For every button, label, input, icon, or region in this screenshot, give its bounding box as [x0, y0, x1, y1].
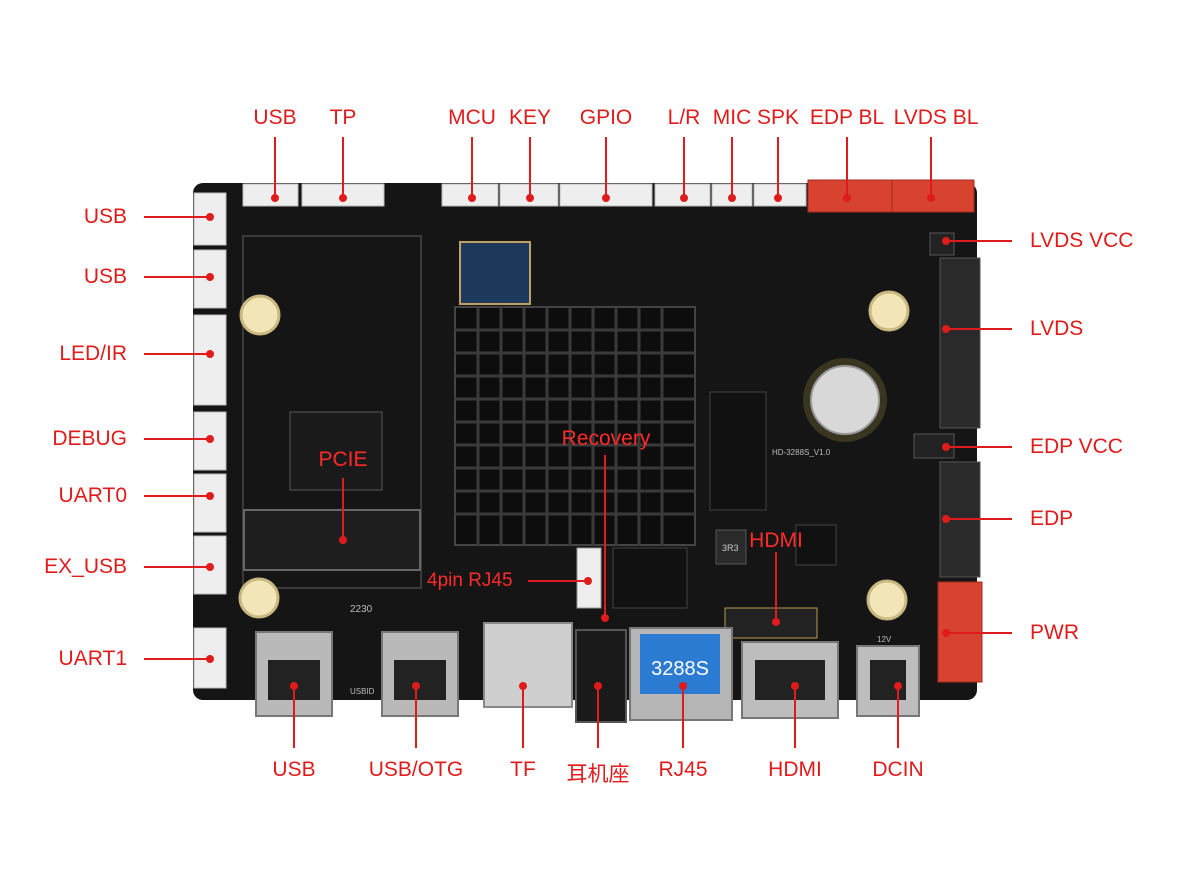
- left-connectors: [193, 192, 227, 689]
- label-top-tp: TP: [329, 106, 357, 129]
- top-connectors: [242, 179, 975, 213]
- rj45-badge-text: 3288S: [651, 658, 709, 680]
- m2-slot: [243, 509, 421, 571]
- wifi-module: [459, 241, 531, 305]
- label-top-lvds-bl: LVDS BL: [893, 106, 979, 129]
- label-bottom-usb-otg: USB/OTG: [368, 758, 464, 781]
- label-bottom-dcin: DCIN: [872, 758, 924, 781]
- model-text: HD-3288S_V1.0: [772, 448, 831, 457]
- label-left-led-ir: LED/IR: [59, 342, 127, 365]
- label-top-mic: MIC: [712, 106, 752, 129]
- m2-size-text: 2230: [350, 604, 373, 615]
- label-pcie: PCIE: [318, 448, 368, 471]
- pcie-chip: [289, 411, 383, 491]
- label-4pin-rj45: 4pin RJ45: [427, 570, 513, 591]
- label-bottom-headphone: 耳机座: [566, 763, 630, 786]
- label-top-edp-bl: EDP BL: [809, 106, 885, 129]
- label-bottom-rj45: RJ45: [658, 758, 708, 781]
- bottom-ports: [255, 622, 920, 723]
- label-top-mcu: MCU: [448, 106, 496, 129]
- voltage-text: 12V: [877, 635, 892, 644]
- label-hdmi-inboard: HDMI: [749, 529, 803, 552]
- label-bottom-usb: USB: [272, 758, 316, 781]
- label-left-debug: DEBUG: [52, 427, 127, 450]
- label-left-ex-usb: EX_USB: [44, 555, 127, 578]
- label-recovery: Recovery: [561, 427, 651, 450]
- heatsink: [454, 306, 696, 546]
- label-right-lvds-vcc: LVDS VCC: [1030, 229, 1134, 252]
- leader-lines: [144, 137, 1012, 748]
- label-top-usb: USB: [253, 106, 297, 129]
- usbid-text: USBID: [350, 687, 375, 696]
- ic-3r3-text: 3R3: [722, 543, 739, 553]
- label-top-lr: L/R: [667, 106, 701, 129]
- label-top-spk: SPK: [756, 106, 800, 129]
- label-left-usb-2: USB: [83, 265, 127, 288]
- label-bottom-tf: TF: [510, 758, 536, 781]
- label-left-uart0: UART0: [58, 484, 127, 507]
- label-top-gpio: GPIO: [579, 106, 633, 129]
- label-right-lvds: LVDS: [1030, 317, 1084, 340]
- label-right-edp-vcc: EDP VCC: [1030, 435, 1123, 458]
- label-right-pwr: PWR: [1030, 621, 1079, 644]
- rtc-battery: [803, 358, 887, 442]
- mounting-holes: [238, 290, 910, 621]
- label-top-key: KEY: [508, 106, 552, 129]
- label-left-uart1: UART1: [58, 647, 127, 670]
- ic-3r3: [715, 529, 747, 565]
- label-left-usb-1: USB: [83, 205, 127, 228]
- label-bottom-hdmi: HDMI: [768, 758, 822, 781]
- label-right-edp: EDP: [1030, 507, 1074, 530]
